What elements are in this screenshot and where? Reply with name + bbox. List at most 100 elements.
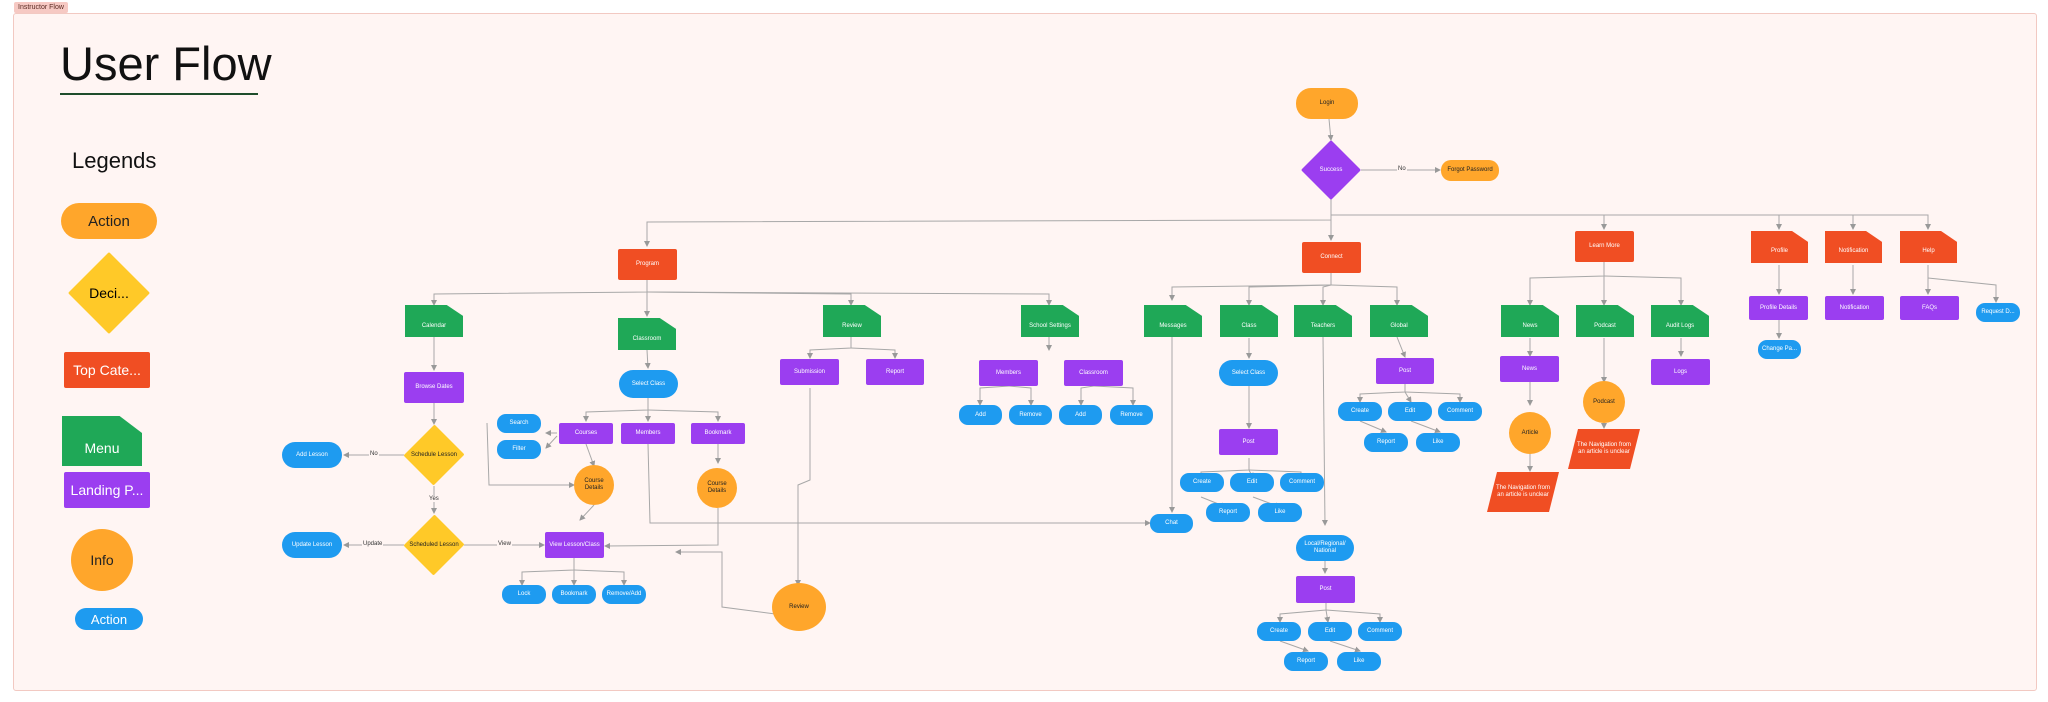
- node-edit[interactable]: Edit: [1388, 402, 1432, 421]
- legend-info: Info: [71, 529, 133, 591]
- node-post[interactable]: Post: [1376, 358, 1434, 384]
- edge-label-view: View: [497, 541, 512, 547]
- node-select-class[interactable]: Select Class: [619, 370, 678, 398]
- node-update-lesson[interactable]: Update Lesson: [282, 532, 342, 558]
- node-courses[interactable]: Courses: [559, 423, 613, 444]
- node-news-menu[interactable]: News: [1501, 305, 1559, 337]
- node-bookmark-action[interactable]: Bookmark: [552, 585, 596, 604]
- edge-label-update: Update: [362, 541, 384, 547]
- node-post[interactable]: Post: [1296, 576, 1355, 603]
- node-help[interactable]: Help: [1900, 231, 1957, 263]
- node-article: Article: [1509, 412, 1551, 454]
- node-lock[interactable]: Lock: [502, 585, 546, 604]
- node-ss-classroom[interactable]: Classroom: [1064, 360, 1123, 386]
- node-logs[interactable]: Logs: [1651, 359, 1710, 385]
- node-success-label: Success: [1319, 166, 1343, 173]
- node-ss-add[interactable]: Add: [959, 405, 1002, 425]
- node-scheduled-lesson-label: Scheduled Lesson: [409, 541, 459, 548]
- node-course-details: Course Details: [697, 468, 737, 508]
- node-post[interactable]: Post: [1219, 429, 1278, 455]
- node-ss-remove[interactable]: Remove: [1110, 405, 1153, 425]
- node-schedule-lesson[interactable]: Schedule Lesson: [403, 424, 465, 486]
- node-success[interactable]: Success: [1301, 140, 1361, 200]
- node-course-details: Course Details: [574, 465, 614, 505]
- node-create[interactable]: Create: [1180, 473, 1224, 492]
- node-comment[interactable]: Comment: [1358, 622, 1402, 641]
- node-bookmark[interactable]: Bookmark: [691, 423, 745, 444]
- node-schedule-lesson-label: Schedule Lesson: [410, 451, 458, 458]
- node-nav-note-label: The Navigation from an article is unclea…: [1576, 442, 1632, 455]
- node-nav-note-label: The Navigation from an article is unclea…: [1495, 485, 1551, 498]
- legend-landing-page: Landing P...: [64, 472, 150, 508]
- node-faqs[interactable]: FAQs: [1900, 296, 1959, 320]
- node-global[interactable]: Global: [1370, 305, 1428, 337]
- node-connect[interactable]: Connect: [1302, 242, 1361, 273]
- node-ss-members[interactable]: Members: [979, 360, 1038, 386]
- node-chat[interactable]: Chat: [1150, 514, 1193, 533]
- node-comment[interactable]: Comment: [1438, 402, 1482, 421]
- node-audit-logs[interactable]: Audit Logs: [1651, 305, 1709, 337]
- node-filter[interactable]: Filter: [497, 440, 541, 459]
- legends-heading: Legends: [72, 148, 157, 173]
- node-teachers[interactable]: Teachers: [1294, 305, 1352, 337]
- frame-label[interactable]: Instructor Flow: [14, 2, 68, 13]
- node-view-lesson[interactable]: View Lesson/Class: [545, 532, 604, 558]
- legend-action-blue: Action: [75, 608, 143, 630]
- node-school-settings[interactable]: School Settings: [1021, 305, 1079, 337]
- node-report-review[interactable]: Report: [866, 359, 924, 385]
- legend-top-category: Top Cate...: [64, 352, 150, 388]
- node-like[interactable]: Like: [1416, 433, 1460, 452]
- node-podcast-menu[interactable]: Podcast: [1576, 305, 1634, 337]
- node-create[interactable]: Create: [1257, 622, 1301, 641]
- node-podcast-info: Podcast: [1583, 381, 1625, 423]
- node-program[interactable]: Program: [618, 249, 677, 280]
- node-news-page[interactable]: News: [1500, 356, 1559, 382]
- edge-label-yes: Yes: [428, 496, 440, 502]
- node-submission[interactable]: Submission: [780, 359, 839, 385]
- node-review-info: Review: [772, 583, 826, 631]
- legend-decision: Deci...: [68, 252, 150, 334]
- node-request-demo[interactable]: Request D...: [1976, 303, 2020, 322]
- node-local-regional[interactable]: Local/Regional/ National: [1296, 535, 1354, 561]
- node-add-lesson[interactable]: Add Lesson: [282, 442, 342, 468]
- node-report[interactable]: Report: [1284, 652, 1328, 671]
- node-like[interactable]: Like: [1337, 652, 1381, 671]
- node-report[interactable]: Report: [1206, 503, 1250, 522]
- node-change-password[interactable]: Change Pa...: [1758, 340, 1801, 359]
- node-create[interactable]: Create: [1338, 402, 1382, 421]
- node-edit[interactable]: Edit: [1230, 473, 1274, 492]
- node-nav-note: The Navigation from an article is unclea…: [1568, 429, 1640, 469]
- node-review[interactable]: Review: [823, 305, 881, 337]
- node-browse-dates[interactable]: Browse Dates: [404, 372, 464, 403]
- node-forgot-password[interactable]: Forgot Password: [1441, 160, 1499, 181]
- node-report[interactable]: Report: [1364, 433, 1408, 452]
- instructor-flow-frame: [13, 13, 2037, 691]
- node-profile[interactable]: Profile: [1751, 231, 1808, 263]
- node-learn-more[interactable]: Learn More: [1575, 231, 1634, 262]
- node-members[interactable]: Members: [621, 423, 675, 444]
- node-messages[interactable]: Messages: [1144, 305, 1202, 337]
- node-calendar[interactable]: Calendar: [405, 305, 463, 337]
- legend-menu: Menu: [62, 416, 142, 466]
- node-select-class-2[interactable]: Select Class: [1219, 360, 1278, 386]
- node-edit[interactable]: Edit: [1308, 622, 1352, 641]
- node-ss-remove[interactable]: Remove: [1009, 405, 1052, 425]
- node-class[interactable]: Class: [1220, 305, 1278, 337]
- node-classroom[interactable]: Classroom: [618, 318, 676, 350]
- node-profile-details[interactable]: Profile Details: [1749, 296, 1808, 320]
- node-search[interactable]: Search: [497, 414, 541, 433]
- legend-action: Action: [61, 203, 157, 239]
- page-title: User Flow: [60, 37, 272, 90]
- node-notification[interactable]: Notification: [1825, 231, 1882, 263]
- node-like[interactable]: Like: [1258, 503, 1302, 522]
- node-ss-add[interactable]: Add: [1059, 405, 1102, 425]
- legend-decision-label: Deci...: [89, 284, 129, 301]
- edge-label-no: No: [1397, 166, 1407, 172]
- node-remove-add[interactable]: Remove/Add: [602, 585, 646, 604]
- node-scheduled-lesson[interactable]: Scheduled Lesson: [403, 514, 465, 576]
- node-login[interactable]: Login: [1296, 88, 1358, 119]
- node-comment[interactable]: Comment: [1280, 473, 1324, 492]
- node-notification-page[interactable]: Notification: [1825, 296, 1884, 320]
- node-nav-note: The Navigation from an article is unclea…: [1487, 472, 1559, 512]
